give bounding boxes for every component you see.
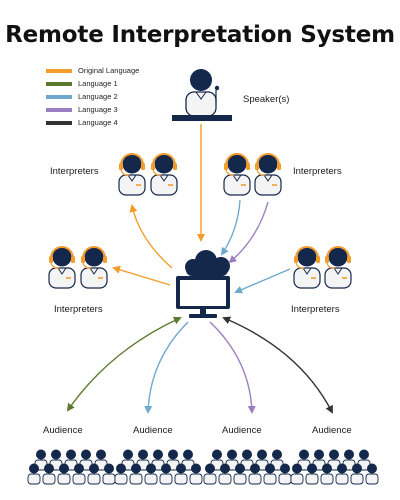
legend-swatch — [46, 94, 72, 99]
interpreter-group-top-right — [223, 153, 282, 196]
legend: Original Language Language 1 Language 2 … — [46, 64, 139, 129]
arrow-hub-to-interpreters-top-left — [129, 204, 173, 269]
legend-item-original: Original Language — [46, 64, 139, 77]
interpreters-label-mid-left: Interpreters — [54, 304, 103, 315]
legend-swatch — [46, 81, 72, 86]
cloud-icon — [185, 250, 230, 276]
legend-swatch — [46, 68, 72, 73]
interpreter-headset-icon — [48, 246, 76, 289]
arrow-audience-4 — [222, 316, 333, 414]
legend-label: Language 4 — [78, 118, 118, 127]
interpreter-headset-icon — [254, 153, 282, 196]
legend-item-language-3: Language 3 — [46, 103, 139, 116]
interpreters-label-top-right: Interpreters — [293, 166, 342, 177]
audience-label-3: Audience — [222, 425, 262, 436]
legend-swatch — [46, 107, 72, 112]
arrow-audience-1 — [66, 316, 182, 412]
interpreter-group-mid-left — [48, 246, 108, 289]
interpreter-headset-icon — [150, 153, 178, 196]
interpreter-headset-icon — [223, 153, 251, 196]
interpreters-label-top-left: Interpreters — [50, 166, 99, 177]
arrow-interpreters-top-right-to-hub-2 — [228, 201, 269, 264]
audience-group-icon — [204, 450, 291, 485]
arrows — [66, 124, 333, 414]
speaker-podium-icon — [172, 69, 232, 121]
arrow-interpreters-mid-right-to-hub — [234, 268, 291, 294]
audience-label-4: Audience — [312, 425, 352, 436]
arrow-audience-3 — [209, 321, 256, 414]
legend-item-language-1: Language 1 — [46, 77, 139, 90]
interpreters-label-mid-right: Interpreters — [291, 304, 340, 315]
diagram-title: Remote Interpretation System — [5, 22, 395, 48]
speaker-label: Speaker(s) — [243, 94, 290, 105]
audience-group-icon — [291, 450, 378, 485]
legend-label: Language 2 — [78, 92, 118, 101]
legend-label: Language 1 — [78, 79, 118, 88]
audience-group-icon — [115, 450, 202, 485]
interpreter-headset-icon — [324, 246, 352, 289]
interpreter-group-mid-right — [293, 246, 352, 289]
arrow-hub-to-interpreters-mid-left — [112, 265, 171, 286]
interpreter-headset-icon — [118, 153, 146, 196]
legend-label: Language 3 — [78, 105, 118, 114]
interpreter-group-top-left — [118, 153, 178, 196]
audience-group-icon — [28, 450, 115, 485]
monitor-icon — [176, 276, 230, 318]
interpreter-headset-icon — [293, 246, 321, 289]
interpreter-headset-icon — [80, 246, 108, 289]
legend-label: Original Language — [78, 66, 140, 75]
arrow-interpreters-top-right-to-hub — [220, 199, 241, 256]
legend-item-language-2: Language 2 — [46, 90, 139, 103]
legend-item-language-4: Language 4 — [46, 116, 139, 129]
legend-swatch — [46, 120, 72, 125]
audience-label-2: Audience — [133, 425, 173, 436]
arrow-audience-2 — [144, 321, 189, 414]
audience-label-1: Audience — [43, 425, 83, 436]
